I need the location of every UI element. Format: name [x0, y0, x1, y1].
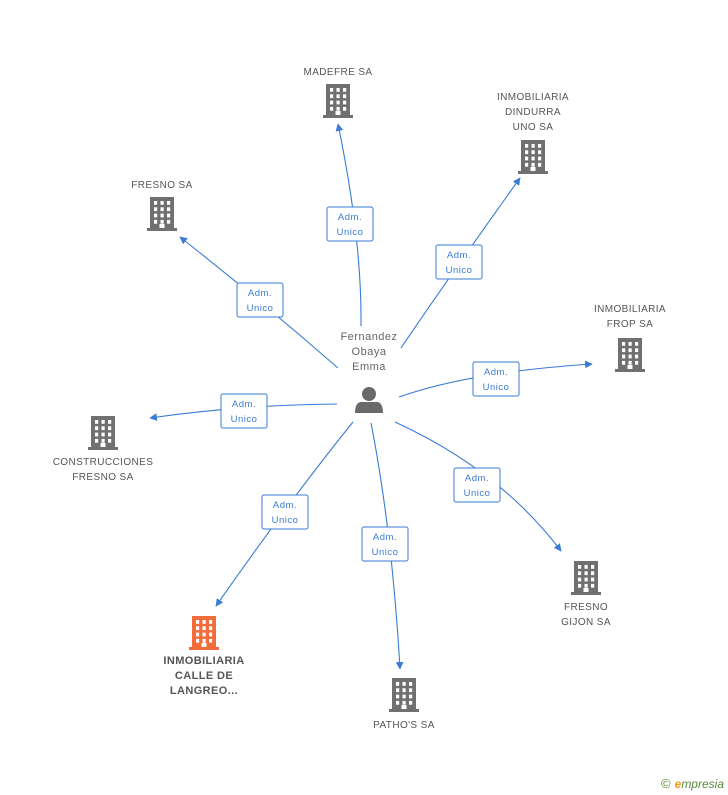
company-label-line: MADEFRE SA	[303, 67, 372, 78]
building-icon	[88, 416, 118, 450]
building-icon	[518, 140, 548, 174]
edge-label-line: Adm.	[273, 500, 297, 511]
company-node-fresno[interactable]: FRESNO SA	[131, 180, 192, 231]
edge-label-box[interactable]: Adm. Unico	[220, 393, 268, 429]
edge-label-line: Unico	[247, 303, 274, 314]
company-label-line: FROP SA	[607, 319, 654, 330]
building-icon	[389, 678, 419, 712]
edge-label-line: Unico	[464, 488, 491, 499]
building-icon	[323, 84, 353, 118]
company-node-langreo[interactable]: INMOBILIARIA CALLE DE LANGREO...	[163, 616, 244, 697]
nodes-layer: MADEFRE SA INMOBILIARIA DINDURRA UNO SA FRES…	[53, 67, 666, 731]
edge-langreo: Adm. Unico	[215, 421, 354, 607]
company-label-line: CONSTRUCCIONES	[53, 457, 154, 468]
copyright-symbol: ©	[661, 776, 671, 791]
building-icon	[615, 338, 645, 372]
edge-label-line: Unico	[372, 547, 399, 558]
edge-label-box[interactable]: Adm. Unico	[472, 361, 520, 397]
edge-madefre: Adm. Unico	[326, 123, 374, 327]
edge-label-box[interactable]: Adm. Unico	[261, 494, 309, 530]
edge-label-line: Adm.	[484, 367, 508, 378]
edge-label-line: Unico	[446, 265, 473, 276]
company-label-line: GIJON SA	[561, 617, 611, 628]
edge-label-line: Adm.	[447, 250, 471, 261]
edge-label-line: Adm.	[232, 399, 256, 410]
person-label-line: Obaya	[352, 346, 387, 358]
company-label-line: LANGREO...	[170, 685, 238, 697]
building-icon	[189, 616, 219, 650]
edge-pathos: Adm. Unico	[361, 422, 409, 670]
building-icon	[147, 197, 177, 231]
company-label-line: INMOBILIARIA	[497, 92, 569, 103]
company-label-line: DINDURRA	[505, 107, 561, 118]
edge-label-line: Unico	[337, 227, 364, 238]
company-node-dindurra[interactable]: INMOBILIARIA DINDURRA UNO SA	[497, 92, 569, 174]
building-icon	[571, 561, 601, 595]
edge-label-line: Adm.	[338, 212, 362, 223]
company-node-construcciones[interactable]: CONSTRUCCIONES FRESNO SA	[53, 416, 154, 483]
edge-label-line: Unico	[272, 515, 299, 526]
company-label-line: CALLE DE	[175, 670, 233, 682]
edge-dindurra: Adm. Unico	[400, 177, 521, 349]
edge-label-box[interactable]: Adm. Unico	[435, 244, 483, 280]
edge-label-line: Adm.	[465, 473, 489, 484]
edge-label-box[interactable]: Adm. Unico	[236, 282, 284, 318]
company-label-line: FRESNO SA	[131, 180, 192, 191]
edge-fresno: Adm. Unico	[179, 236, 339, 369]
person-label-line: Fernandez	[340, 331, 397, 343]
company-label-line: INMOBILIARIA	[163, 655, 244, 667]
edge-gijon: Adm. Unico	[394, 421, 562, 552]
edge-label-box[interactable]: Adm. Unico	[326, 206, 374, 242]
edge-label-line: Unico	[483, 382, 510, 393]
company-label-line: INMOBILIARIA	[594, 304, 666, 315]
edge-frop: Adm. Unico	[398, 360, 593, 398]
edge-label-box[interactable]: Adm. Unico	[453, 467, 501, 503]
person-label-line: Emma	[352, 361, 386, 373]
footer-brand: ©empresia	[661, 776, 724, 791]
person-icon	[355, 387, 383, 413]
company-node-pathos[interactable]: PATHO'S SA	[373, 678, 435, 731]
company-label-line: PATHO'S SA	[373, 720, 435, 731]
brand-initial: e	[674, 777, 682, 791]
edge-label-box[interactable]: Adm. Unico	[361, 526, 409, 562]
company-label-line: FRESNO SA	[72, 472, 133, 483]
edge-label-line: Adm.	[373, 532, 397, 543]
edge-construcciones: Adm. Unico	[149, 393, 338, 429]
company-label-line: UNO SA	[513, 122, 554, 133]
company-node-madefre[interactable]: MADEFRE SA	[303, 67, 372, 118]
brand-name: mpresia	[681, 777, 724, 791]
company-node-gijon[interactable]: FRESNO GIJON SA	[561, 561, 611, 628]
company-node-frop[interactable]: INMOBILIARIA FROP SA	[594, 304, 666, 372]
edge-label-line: Adm.	[248, 288, 272, 299]
edge-label-line: Unico	[231, 414, 258, 425]
company-label-line: FRESNO	[564, 602, 608, 613]
edges-layer: Adm.UnicoAdm.UnicoAdm.UnicoAdm.UnicoAdm.…	[149, 123, 593, 670]
